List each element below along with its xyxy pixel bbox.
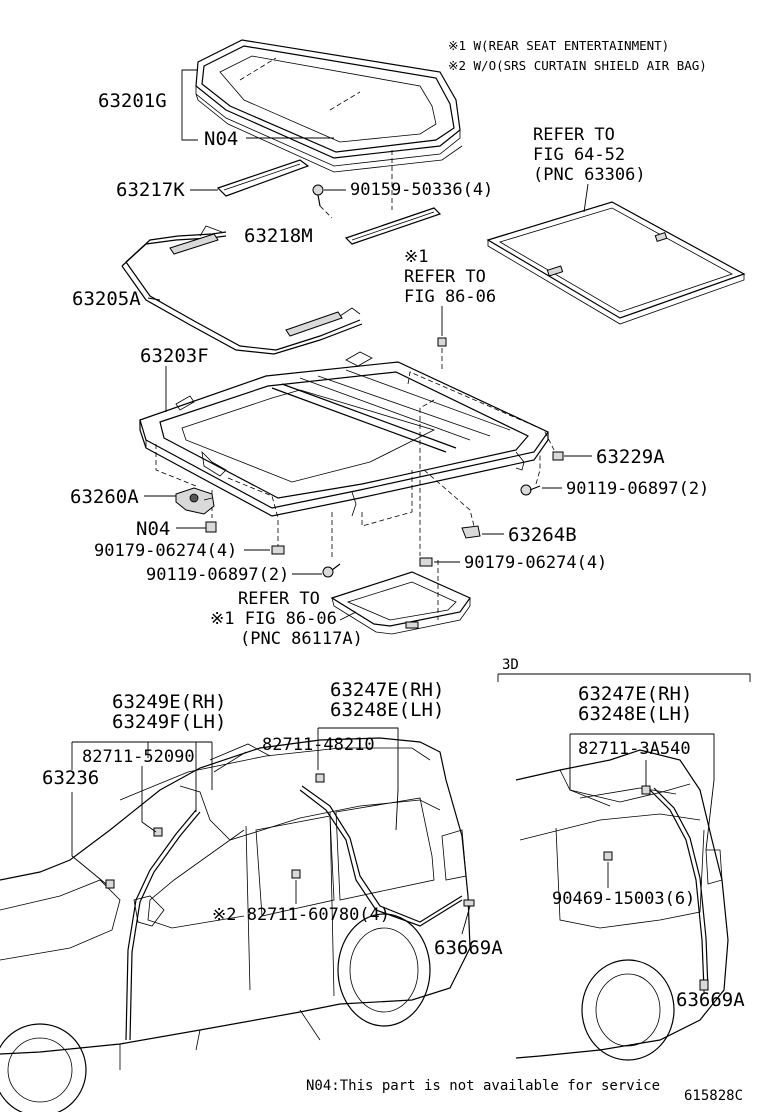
drain-hose-right-drawing — [649, 787, 709, 991]
label-n04-motor: N04 — [136, 518, 170, 540]
clip-82711-3a540-icon — [641, 785, 651, 795]
nut-90179-left-icon — [271, 545, 285, 555]
n04-part-icon — [205, 521, 217, 533]
clip-90469-15003-icon — [603, 851, 613, 861]
label-90179-06274-right: 90179-06274(4) — [464, 553, 607, 573]
refer-fig6452-line1: REFER TO — [533, 125, 615, 145]
label-90179-06274-left: 90179-06274(4) — [94, 541, 237, 561]
bolt-90119-left-icon — [322, 563, 341, 578]
label-82711-48210: 82711-48210 — [262, 735, 375, 755]
nut-icon — [437, 337, 447, 347]
bracket-63264b-icon — [461, 525, 481, 539]
refer-fig8606-top-line2: REFER TO — [404, 267, 486, 287]
label-63201g: 63201G — [98, 90, 167, 112]
label-63229a: 63229A — [596, 446, 665, 468]
label-63248e-left: 63248E(LH) — [330, 699, 444, 721]
refer-fig6452-line3: (PNC 63306) — [533, 165, 646, 185]
screw-90159-icon — [312, 184, 324, 207]
refer-fig8606-top-line1: ※1 — [404, 247, 428, 267]
seal-63205a-drawing — [121, 225, 363, 355]
note-2: ※2 W/O(SRS CURTAIN SHIELD AIR BAG) — [448, 58, 707, 73]
refer-fig8606-bottom-line3: (PNC 86117A) — [240, 629, 363, 649]
label-63248e-right: 63248E(LH) — [578, 703, 692, 725]
section-3d-bracket — [497, 673, 751, 682]
label-63203f: 63203F — [140, 345, 209, 367]
drain-hose-rear-drawing — [299, 785, 463, 927]
clip-82711-52090-icon — [153, 827, 163, 837]
label-63247e-right: 63247E(RH) — [578, 683, 692, 705]
label-n04-glass: N04 — [204, 128, 238, 150]
refer-fig6452-line2: FIG 64-52 — [533, 145, 625, 165]
refer-fig8606-bottom-line1: REFER TO — [238, 589, 320, 609]
vehicle-left-drawing — [0, 737, 471, 1112]
label-63264b: 63264B — [508, 524, 577, 546]
label-90119-06897-left: 90119-06897(2) — [146, 565, 289, 585]
drain-hose-front-drawing — [125, 809, 201, 1041]
label-63236: 63236 — [42, 767, 99, 789]
sunshade-frame-drawing — [330, 571, 471, 635]
label-63669a-left: 63669A — [434, 937, 503, 959]
footer-n04-note: N04:This part is not available for servi… — [306, 1078, 660, 1094]
clip-82711-48210-icon — [315, 773, 325, 783]
label-90119-06897-right: 90119-06897(2) — [566, 479, 709, 499]
label-63249e: 63249E(RH) — [112, 691, 226, 713]
label-90159-50336: 90159-50336(4) — [350, 180, 493, 200]
label-63669a-right: 63669A — [676, 989, 745, 1011]
stopper-63229a-icon — [552, 451, 564, 461]
nut-90179-right-icon — [419, 557, 433, 567]
motor-63260a-drawing — [175, 487, 215, 515]
bolt-90119-right-icon — [520, 484, 541, 496]
headliner-panel-drawing — [486, 201, 746, 325]
label-82711-3a540: 82711-3A540 — [578, 739, 691, 759]
label-63218m: 63218M — [244, 225, 313, 247]
label-82711-52090: 82711-52090 — [82, 747, 195, 767]
hose-end-63669a-left-icon — [463, 899, 475, 907]
label-63260a: 63260A — [70, 486, 139, 508]
deflector-strip-63217k — [216, 159, 310, 197]
label-63249f: 63249F(LH) — [112, 711, 226, 733]
refer-fig8606-top-line3: FIG 86-06 — [404, 287, 496, 307]
label-90469-15003: 90469-15003(6) — [552, 889, 695, 909]
grommet-63236-icon — [105, 879, 115, 889]
strip-63218m — [344, 207, 442, 245]
label-82711-60780: ※2 82711-60780(4) — [212, 905, 390, 925]
section-3d-label: 3D — [502, 657, 519, 673]
diagram-id: 615828C — [684, 1088, 743, 1104]
label-63217k: 63217K — [116, 179, 185, 201]
sunroof-glass-drawing — [195, 39, 463, 173]
vehicle-right-drawing — [515, 749, 729, 1061]
leader-63201g — [181, 69, 198, 141]
label-63247e-left: 63247E(RH) — [330, 679, 444, 701]
refer-fig8606-bottom-line2: ※1 FIG 86-06 — [210, 609, 337, 629]
note-1: ※1 W(REAR SEAT ENTERTAINMENT) — [448, 38, 669, 53]
clip-82711-60780-icon — [291, 869, 301, 879]
label-63205a: 63205A — [72, 288, 141, 310]
sunroof-housing-63203f-drawing — [139, 351, 549, 517]
